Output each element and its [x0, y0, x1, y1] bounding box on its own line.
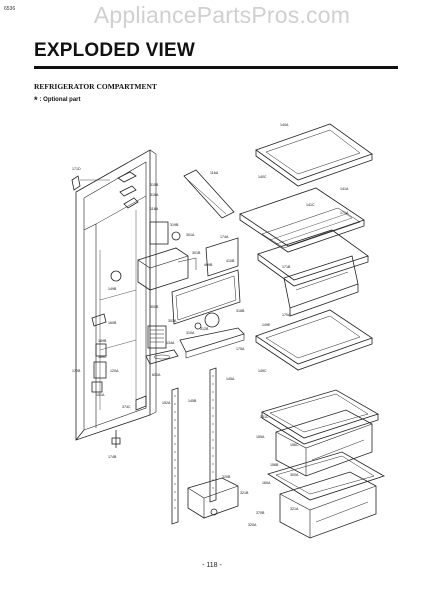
- shelf-rails: [171, 367, 217, 525]
- callout-152A: 152A: [162, 401, 171, 405]
- glass-shelf-3: [257, 229, 369, 287]
- callout-301A: 301A: [186, 233, 195, 237]
- callout-600A: 600A: [152, 373, 161, 377]
- callout-370B: 370B: [256, 511, 265, 515]
- shelf-bracket-frame: [183, 169, 235, 219]
- callout-409B: 409B: [204, 263, 213, 267]
- callout-171B: 171B: [282, 265, 291, 269]
- watermark: AppliancePartsPros.com: [93, 2, 351, 28]
- callout-320B: 320B: [222, 475, 231, 479]
- callout-140C: 140C: [258, 175, 267, 179]
- callout-170B: 170B: [72, 369, 81, 373]
- title-rule: [34, 66, 398, 69]
- callout-171A: 171A: [340, 211, 349, 215]
- callout-120A: 120A: [110, 369, 119, 373]
- section-heading: REFRIGERATOR COMPARTMENT: [34, 82, 157, 91]
- callout-145B: 145B: [188, 399, 197, 403]
- bottom-block: [187, 477, 239, 519]
- callout-141C: 141C: [306, 203, 315, 207]
- callout-312B: 312B: [200, 327, 209, 331]
- callout-149E: 149E: [262, 323, 271, 327]
- callout-316B: 316B: [236, 309, 245, 313]
- note-symbol: *: [34, 95, 38, 105]
- callout-141A: 141A: [340, 187, 349, 191]
- callout-321A: 321A: [290, 507, 299, 511]
- callout-151C: 151C: [260, 415, 269, 419]
- duct-cap: [145, 349, 179, 365]
- note-text: : Optional part: [39, 97, 81, 103]
- callout-171D: 171D: [72, 167, 81, 171]
- callout-116A: 116A: [210, 171, 219, 175]
- snack-drawer: [283, 255, 359, 317]
- callout-170A: 170A: [282, 313, 291, 317]
- corner-mark: 6536: [4, 6, 16, 12]
- glass-shelf-2: [239, 187, 365, 253]
- callout-315A: 315A: [150, 193, 159, 197]
- callout-310A: 310A: [186, 331, 195, 335]
- callout-155A: 155A: [256, 435, 265, 439]
- callout-149B: 149B: [108, 287, 117, 291]
- cabinet-liner: [75, 149, 157, 441]
- callout-303A: 303A: [168, 319, 177, 323]
- callout-151A: 151A: [96, 393, 105, 397]
- callout-118A: 118A: [150, 207, 159, 211]
- crisper-cover: [261, 389, 379, 445]
- callout-160B: 160B: [108, 321, 117, 325]
- callout-319B: 319B: [170, 223, 179, 227]
- left-small-parts: [91, 270, 147, 448]
- callout-410B: 410B: [226, 259, 235, 263]
- page-number: - 118 -: [202, 562, 222, 569]
- callout-301B: 301B: [192, 251, 201, 255]
- page-title: EXPLODED VIEW: [34, 40, 195, 61]
- callout-169B: 169B: [98, 339, 107, 343]
- callout-174A: 174A: [220, 235, 229, 239]
- crisper-cover-2: [267, 451, 385, 501]
- crisper-drawer-1: [275, 409, 373, 477]
- callout-160A: 160A: [262, 481, 271, 485]
- callout-175A: 175A: [236, 347, 245, 351]
- callout-300B: 300B: [150, 305, 159, 309]
- callout-374C: 374C: [122, 405, 131, 409]
- water-tank-panel: [171, 237, 241, 330]
- callout-134A: 134A: [166, 341, 175, 345]
- callout-320A: 320A: [248, 523, 257, 527]
- callout-149C: 149C: [258, 369, 267, 373]
- filter-grill: [147, 325, 167, 349]
- callout-321B: 321B: [240, 491, 249, 495]
- glass-shelf-1: [255, 123, 373, 187]
- lamp-housing: [137, 221, 197, 291]
- callout-315B: 315B: [150, 183, 159, 187]
- callout-300A: 300A: [290, 473, 299, 477]
- top-hinge-parts: [71, 171, 139, 209]
- callout-145A: 145A: [226, 377, 235, 381]
- callout-174B: 174B: [108, 455, 117, 459]
- optional-part-note: *: Optional part: [34, 95, 81, 105]
- glass-shelf-4: [255, 309, 373, 371]
- lamp-cover: [179, 327, 245, 359]
- crisper-drawer-2: [279, 471, 377, 539]
- callout-140A: 140A: [280, 123, 289, 127]
- callout-156B: 156B: [270, 463, 279, 467]
- callout-156C: 156C: [290, 443, 299, 447]
- callout-labels: 140A 140C 141A 141C 171A 171B 170A 149E …: [72, 123, 349, 527]
- callout-169C: 169C: [98, 355, 107, 359]
